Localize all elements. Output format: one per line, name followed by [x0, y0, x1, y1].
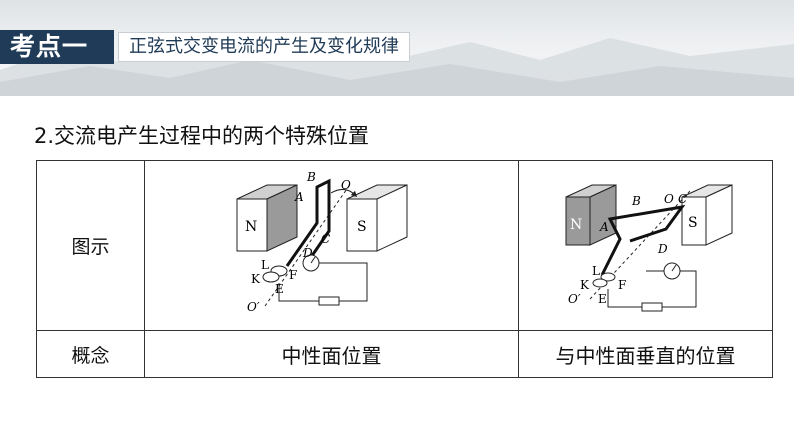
coil: [285, 178, 330, 267]
svg-text:K: K: [251, 272, 261, 286]
svg-text:S: S: [688, 215, 698, 231]
svg-text:A: A: [599, 220, 609, 234]
svg-text:C: C: [678, 192, 687, 206]
slip-ring: [262, 271, 279, 282]
comparison-table: 图示 N S: [36, 160, 773, 378]
svg-text:F: F: [289, 268, 297, 282]
svg-text:O: O: [341, 178, 351, 192]
figure-cell-perpendicular: N S B A O C: [518, 160, 773, 331]
concept-neutral-plane: 中性面位置: [144, 330, 519, 378]
table-row: 概念 中性面位置 与中性面垂直的位置: [36, 330, 773, 378]
svg-text:O: O: [664, 192, 674, 206]
neutral-plane-diagram: N S: [236, 171, 407, 314]
figure-cell-neutral: N S: [144, 160, 519, 331]
concept-perpendicular-plane: 与中性面垂直的位置: [518, 330, 773, 378]
topic-title: 正弦式交变电流的产生及变化规律: [118, 32, 410, 62]
svg-text:O′: O′: [568, 292, 581, 306]
svg-text:D: D: [657, 242, 668, 256]
magnet-n: N: [236, 183, 297, 252]
svg-text:A: A: [294, 190, 304, 204]
magnet-s: S: [681, 183, 732, 246]
header-banner: 考点一 正弦式交变电流的产生及变化规律: [0, 0, 794, 96]
svg-text:L: L: [261, 258, 269, 272]
row-label-figure: 图示: [36, 160, 145, 331]
coil: [600, 204, 685, 276]
svg-text:N: N: [245, 219, 257, 235]
svg-text:F: F: [618, 278, 626, 292]
svg-text:E: E: [275, 282, 284, 296]
svg-text:S: S: [357, 219, 367, 235]
resistor: [318, 296, 339, 305]
svg-text:E: E: [598, 292, 607, 306]
svg-text:L: L: [592, 264, 600, 278]
table-row: 图示 N S: [36, 160, 773, 331]
magnet-s: S: [346, 183, 407, 252]
magnet-n: N: [565, 183, 616, 246]
svg-text:O′: O′: [247, 300, 260, 314]
section-tag: 考点一: [0, 30, 114, 64]
section-heading: 2.交流电产生过程中的两个特殊位置: [34, 124, 370, 148]
svg-text:K: K: [580, 278, 590, 292]
resistor: [641, 302, 662, 311]
svg-text:B: B: [631, 194, 641, 208]
svg-text:D: D: [302, 246, 313, 260]
row-label-concept: 概念: [36, 330, 145, 378]
svg-text:B: B: [306, 171, 316, 184]
svg-text:C: C: [321, 232, 330, 246]
perpendicular-plane-diagram: N S B A O C: [565, 183, 732, 311]
slip-ring: [600, 272, 615, 281]
svg-text:N: N: [570, 217, 582, 233]
slip-ring: [592, 278, 607, 287]
